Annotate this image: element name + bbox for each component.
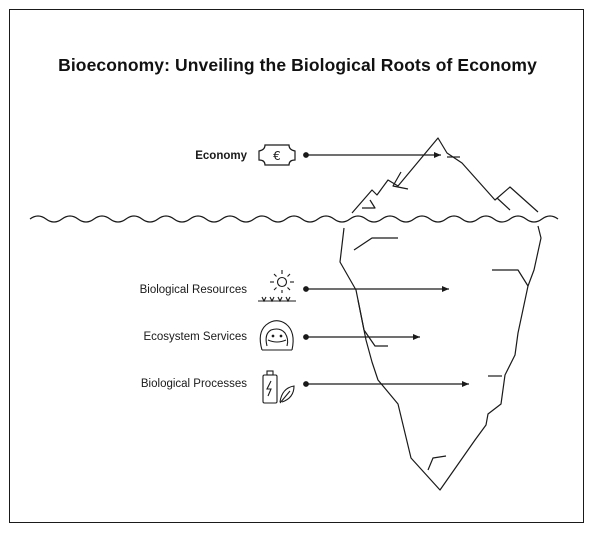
biological-resources-label: Biological Resources [139, 284, 247, 296]
economy-label: Economy [195, 150, 247, 162]
iceberg-body [339, 225, 542, 491]
diagram-title: Bioeconomy: Unveiling the Biological Roo… [58, 55, 537, 75]
euro-banknote-icon: € [258, 144, 296, 166]
person-face-icon [259, 320, 294, 351]
water-line [29, 215, 559, 223]
figure-frame [9, 9, 584, 523]
iceberg-tip [351, 137, 539, 214]
biological-processes-label: Biological Processes [140, 378, 247, 390]
ecosystem-services-label: Ecosystem Services [143, 331, 247, 343]
sun-and-grass-icon [258, 270, 296, 303]
svg-text:€: € [273, 149, 281, 163]
battery-leaf-icon [262, 370, 295, 404]
arrows [303, 152, 469, 387]
